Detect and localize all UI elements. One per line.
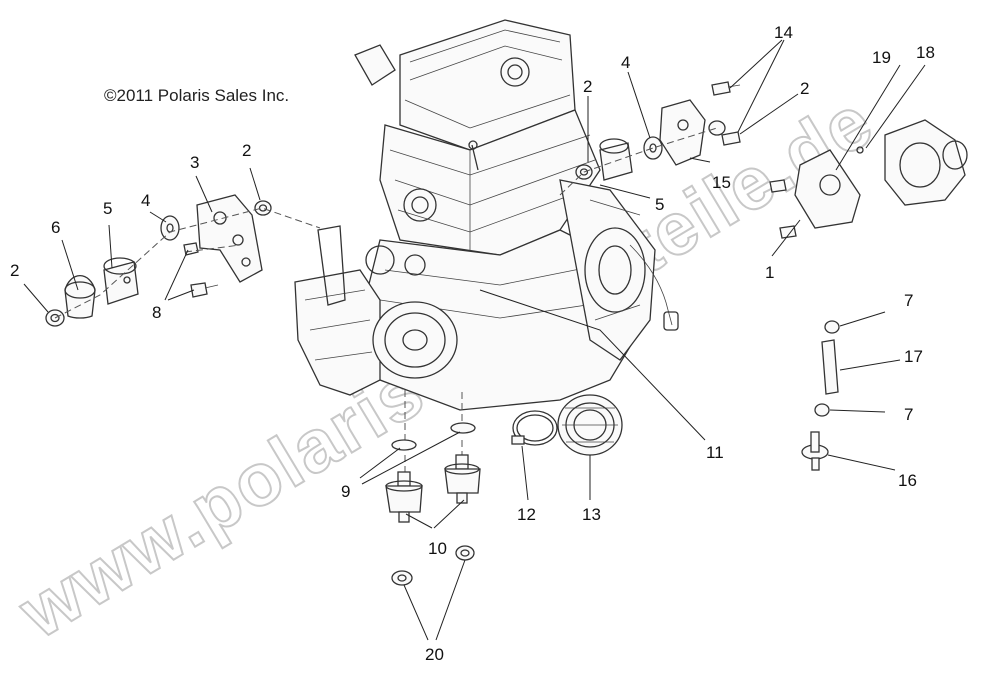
cap-7b bbox=[814, 403, 830, 417]
rubber-mount-10a bbox=[385, 471, 423, 523]
leader-lines bbox=[23, 39, 926, 641]
callout-1: 1 bbox=[765, 263, 774, 282]
callout-5-left: 5 bbox=[103, 199, 112, 218]
callout-7-upper: 7 bbox=[904, 291, 913, 310]
bottom-mount-group bbox=[385, 390, 623, 586]
housing-18 bbox=[856, 119, 968, 206]
callout-17: 17 bbox=[904, 347, 923, 366]
callout-18: 18 bbox=[916, 43, 935, 62]
hose-clamp-12 bbox=[511, 410, 558, 446]
nut-2-bracket bbox=[254, 200, 272, 216]
callout-5-right: 5 bbox=[655, 195, 664, 214]
nut-2-right bbox=[708, 120, 726, 136]
callout-16: 16 bbox=[898, 471, 917, 490]
callout-4-left: 4 bbox=[141, 191, 150, 210]
washer-4-right bbox=[643, 136, 663, 160]
rubber-mount-10b bbox=[444, 454, 481, 504]
callout-8: 8 bbox=[152, 303, 161, 322]
engine-bracket-15 bbox=[659, 99, 706, 166]
bolt-1b bbox=[779, 225, 797, 239]
callout-15: 15 bbox=[712, 173, 731, 192]
callout-3: 3 bbox=[190, 153, 199, 172]
copyright-text: ©2011 Polaris Sales Inc. bbox=[104, 86, 290, 105]
callout-2-upper: 2 bbox=[583, 77, 592, 96]
washer-4-left bbox=[160, 215, 180, 241]
callout-7-lower: 7 bbox=[904, 405, 913, 424]
callout-13: 13 bbox=[582, 505, 601, 524]
callout-2-bracket: 2 bbox=[242, 141, 251, 160]
bolt-8b bbox=[190, 282, 208, 298]
callout-19: 19 bbox=[872, 48, 891, 67]
callout-9: 9 bbox=[341, 482, 350, 501]
cover-19 bbox=[794, 149, 861, 229]
callout-2-right: 2 bbox=[800, 79, 809, 98]
nut-20b bbox=[455, 545, 475, 561]
callouts: 2 6 5 4 3 2 8 9 10 20 12 13 11 2 4 5 15 … bbox=[10, 23, 935, 664]
callout-6: 6 bbox=[51, 218, 60, 237]
upper-right-mount-group bbox=[559, 81, 968, 239]
callout-2-left-nut: 2 bbox=[10, 261, 19, 280]
callout-20: 20 bbox=[425, 645, 444, 664]
callout-10: 10 bbox=[428, 539, 447, 558]
bolt-14a bbox=[711, 81, 731, 96]
washer-9a bbox=[391, 439, 417, 451]
callout-4-right: 4 bbox=[621, 53, 630, 72]
callout-14: 14 bbox=[774, 23, 793, 42]
engine-assembly bbox=[294, 19, 679, 411]
right-parts-group bbox=[801, 320, 840, 471]
left-mount-group bbox=[45, 194, 321, 327]
bolt-1a bbox=[769, 179, 787, 193]
intake-boot-13 bbox=[557, 394, 623, 456]
washer-9b bbox=[450, 422, 476, 434]
rubber-mount-5-left bbox=[103, 261, 139, 305]
engine-bracket-3 bbox=[196, 194, 263, 283]
bolt-14b bbox=[721, 131, 741, 146]
callout-12: 12 bbox=[517, 505, 536, 524]
pin-17 bbox=[821, 339, 839, 395]
callout-11: 11 bbox=[706, 443, 724, 462]
stud-16 bbox=[801, 431, 829, 471]
cap-7a bbox=[824, 320, 840, 334]
nut-20a bbox=[391, 570, 413, 586]
